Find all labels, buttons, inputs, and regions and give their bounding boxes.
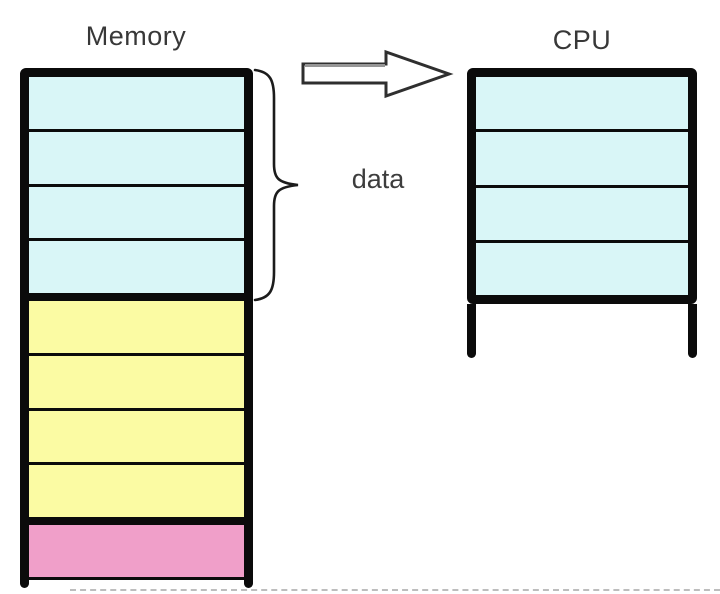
- memory-foot-left: [20, 580, 29, 588]
- cpu-section-row: [476, 187, 688, 240]
- memory-title: Memory: [85, 21, 187, 51]
- memory-foot-right: [244, 580, 253, 588]
- memory-middle-section-row: [29, 410, 244, 463]
- cpu-title: CPU: [552, 25, 612, 55]
- row-divider: [29, 128, 244, 132]
- memory-middle-section-row: [29, 355, 244, 408]
- cpu-section-row: [476, 132, 688, 185]
- memory-box: [20, 68, 253, 580]
- memory-top-section-row: [29, 131, 244, 184]
- memory-bottom-section-row: [29, 525, 244, 578]
- memory-middle-section-row: [29, 465, 244, 518]
- row-divider: [29, 352, 244, 356]
- section-divider: [29, 517, 244, 526]
- memory-middle-section-row: [29, 301, 244, 353]
- row-divider: [476, 129, 688, 133]
- row-divider: [29, 183, 244, 187]
- row-divider: [29, 462, 244, 466]
- memory-top-section-row: [29, 241, 244, 294]
- row-divider: [29, 238, 244, 242]
- memory-top-section-row: [29, 77, 244, 129]
- cpu-leg-left: [467, 304, 476, 358]
- cpu-section-row: [476, 242, 688, 295]
- cpu-box: [467, 68, 697, 304]
- section-divider: [29, 293, 244, 302]
- row-divider: [476, 239, 688, 243]
- bottom-dashed-line: [70, 589, 720, 591]
- cpu-section-row: [476, 77, 688, 130]
- data-annotation-label: data: [351, 164, 405, 194]
- curly-brace-icon: [253, 68, 299, 302]
- memory-top-section-row: [29, 186, 244, 239]
- right-arrow-icon: [301, 49, 454, 99]
- row-divider: [476, 184, 688, 188]
- cpu-leg-right: [688, 304, 697, 358]
- row-divider: [29, 407, 244, 411]
